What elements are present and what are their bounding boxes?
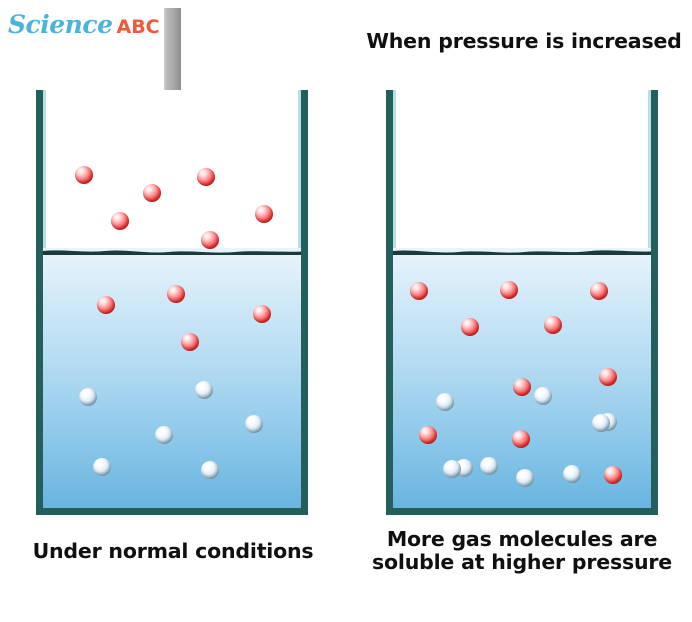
caption-high-pressure: More gas molecules are soluble at higher… [372,527,672,574]
dissolved-bubble [201,461,219,479]
gas-molecule [167,285,185,303]
dissolved-gas-molecule [599,368,617,386]
dissolved-gas-molecule [512,430,530,448]
gas-molecule [500,281,518,299]
dissolved-bubble [480,457,498,475]
dissolved-bubble [592,414,610,432]
gas-molecule [410,282,428,300]
gas-molecule [97,296,115,314]
right-panel-heading: When pressure is increased [366,29,682,53]
dissolved-bubble [93,458,111,476]
gas-molecule [461,318,479,336]
caption-normal-conditions: Under normal conditions [32,539,314,563]
dissolved-bubble [155,426,173,444]
dissolved-bubble [563,465,581,483]
dissolved-bubble [534,387,552,405]
dissolved-bubble [443,460,461,478]
gas-molecule [197,168,215,186]
gas-molecule [253,305,271,323]
gas-molecule [544,316,562,334]
dissolved-gas-molecule [513,378,531,396]
normal-pressure-apparatus [28,0,318,520]
high-pressure-apparatus [378,0,668,520]
dissolved-bubble [79,388,97,406]
gas-molecule [143,184,161,202]
logo-abc-text: ABC [116,16,160,38]
gas-molecule [590,282,608,300]
dissolved-bubble [195,381,213,399]
dissolved-gas-molecule [604,466,622,484]
dissolved-gas-molecule [419,426,437,444]
gas-molecule [75,166,93,184]
vessel-left [36,90,308,515]
water-surface-right [393,248,651,255]
dissolved-bubble [245,415,263,433]
dissolved-bubble [436,393,454,411]
water-surface-left [43,248,301,255]
gas-molecule [111,212,129,230]
gas-molecule [255,205,273,223]
logo-science-text: Science [8,10,113,39]
dissolved-bubble [516,469,534,487]
vessel-right [386,90,658,515]
gas-molecule [181,333,199,351]
gas-molecule [201,231,219,249]
